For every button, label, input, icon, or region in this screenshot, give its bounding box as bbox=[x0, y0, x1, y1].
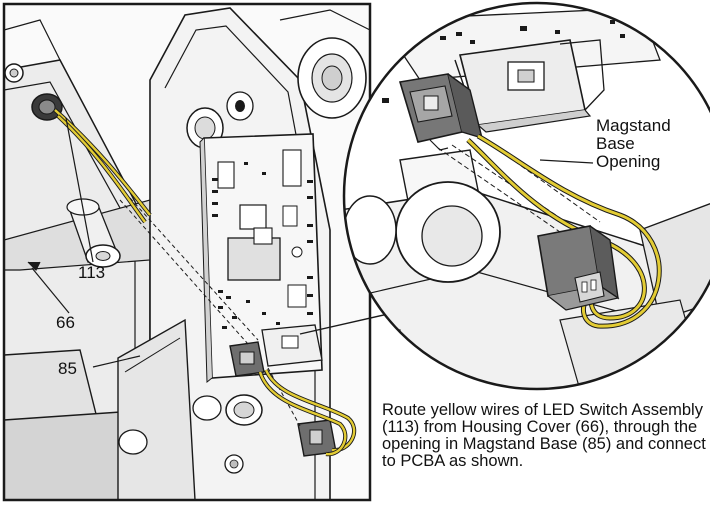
magstand-base-opening-label: Magstand Base Opening bbox=[596, 116, 671, 171]
main-wires bbox=[53, 108, 357, 457]
zoom-leader-line bbox=[299, 311, 398, 335]
leader-lines bbox=[27, 117, 141, 368]
callout-113: 113 bbox=[78, 263, 106, 282]
zoom-inset bbox=[342, 1, 710, 391]
callout-85: 85 bbox=[58, 359, 77, 378]
callout-66: 66 bbox=[56, 313, 75, 332]
routing-path bbox=[119, 197, 301, 427]
inset-connector-top bbox=[398, 73, 483, 151]
opening-leader-line bbox=[539, 159, 594, 164]
main-view bbox=[4, 4, 370, 500]
inset-wires bbox=[466, 133, 662, 329]
inset-connector-bottom bbox=[537, 225, 620, 311]
instruction-caption: Route yellow wires of LED Switch Assembl… bbox=[382, 401, 706, 470]
pcba-board bbox=[199, 133, 323, 384]
